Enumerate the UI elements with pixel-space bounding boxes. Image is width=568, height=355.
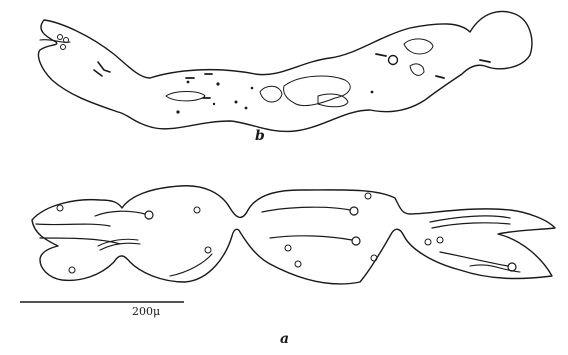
specimen-b-dash: [480, 60, 490, 62]
specimen-a-vacuole: [295, 261, 301, 267]
specimen-b-inclusion: [284, 76, 351, 106]
specimen-a-vacuole: [194, 207, 200, 213]
specimen-a-vacuole: [205, 247, 211, 253]
specimen-b-granule: [213, 103, 215, 105]
specimen-b-inclusion: [260, 86, 282, 102]
specimen-a-stalk-bulb: [350, 207, 358, 215]
specimen-a-vacuole: [425, 239, 431, 245]
specimen-b-dash: [436, 76, 444, 78]
specimen-b-stroke: [94, 70, 102, 76]
specimen-b-nucleus: [389, 56, 398, 65]
specimen-a-stalk-bulb: [352, 237, 360, 245]
specimen-b-outline: [39, 11, 532, 131]
specimen-b-granule: [176, 110, 179, 113]
specimen-b-inclusion: [166, 92, 205, 101]
specimen-b-vacuole: [64, 38, 69, 43]
scale-bar-label: 200μ: [132, 305, 160, 318]
specimen-a-stalk-bulb: [145, 211, 153, 219]
specimen-a-vacuole: [285, 245, 291, 251]
specimen-b-dash: [376, 54, 386, 56]
specimen-b-stroke: [98, 62, 110, 72]
specimen-a: [32, 186, 555, 284]
figure-label-b: b: [255, 128, 265, 144]
specimen-a-stalk: [440, 252, 508, 266]
specimen-a-vacuole: [437, 237, 443, 243]
figure-label-a: a: [280, 331, 289, 347]
specimen-b-inclusion: [318, 94, 348, 107]
specimen-b-granule: [251, 87, 254, 90]
specimen-b: [39, 11, 532, 131]
specimen-a-vacuole: [365, 193, 371, 199]
specimen-a-vacuole: [57, 205, 63, 211]
specimen-b-inclusion: [404, 39, 433, 54]
specimen-b-granule: [235, 101, 238, 104]
specimen-a-inner-line: [470, 265, 520, 272]
specimen-b-granule: [187, 81, 190, 84]
specimen-a-stalk: [270, 236, 352, 240]
specimen-b-granule: [371, 91, 374, 94]
specimen-a-vacuole: [69, 267, 75, 273]
specimen-a-stalk: [430, 216, 510, 222]
specimen-b-granule: [245, 107, 248, 110]
specimen-a-stalk: [432, 223, 510, 228]
specimen-a-outline: [32, 186, 555, 284]
specimen-a-stalk: [95, 211, 145, 216]
specimen-b-granule: [216, 82, 219, 85]
specimen-b-vacuole: [61, 45, 66, 50]
specimen-b-inclusion: [410, 64, 424, 75]
specimen-a-inner-line: [100, 243, 140, 250]
specimen-a-inner-line: [36, 224, 110, 226]
specimen-b-vacuole: [58, 35, 63, 40]
specimen-a-inner-line: [170, 254, 212, 276]
specimen-a-stalk: [262, 207, 350, 212]
